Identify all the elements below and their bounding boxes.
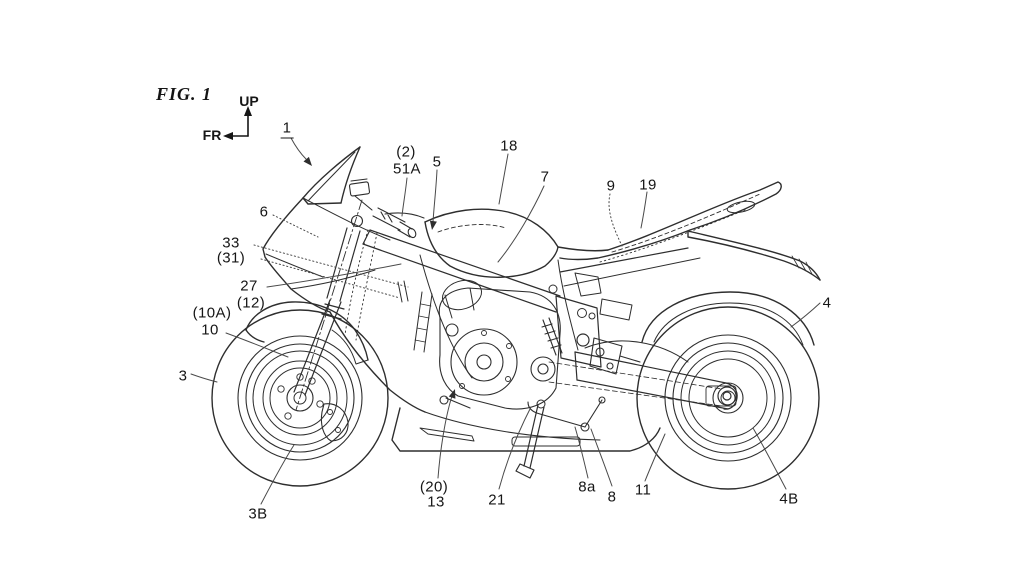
- ref-label-4: 4: [822, 294, 832, 312]
- ref-label-33: 33: [222, 234, 240, 252]
- tail-grab-slot: [726, 200, 756, 214]
- steering-axis-centerline: [295, 199, 363, 411]
- side-stand: [515, 399, 546, 479]
- rear-fender: [641, 291, 815, 346]
- ref-label-4B: 4B: [779, 490, 799, 508]
- ref-label-2: (2): [396, 143, 416, 161]
- up-arrowhead: [244, 106, 252, 116]
- fuel-tank: [424, 208, 559, 278]
- ref-label-51A: 51A: [393, 160, 421, 178]
- ref-label-13: 13: [427, 493, 445, 511]
- ref-label-1: 1: [280, 119, 294, 139]
- ref-label-19: 19: [639, 176, 657, 194]
- cable-line: [344, 229, 369, 336]
- ref-label-7: 7: [540, 168, 550, 186]
- ref-label-3: 3: [178, 367, 188, 385]
- brake-lever: [384, 212, 425, 219]
- ref-label-5: 5: [432, 153, 442, 171]
- ref-label-12: (12): [236, 294, 266, 312]
- front-wheel: [211, 309, 389, 487]
- figure-title: FIG. 1: [156, 84, 213, 104]
- ref-label-18: 18: [500, 137, 518, 155]
- front-fork: [293, 199, 378, 411]
- brake-reservoir: [348, 181, 371, 197]
- up-axis-label: UP: [239, 93, 259, 109]
- ref-label-8a: 8a: [578, 478, 596, 496]
- seat-tail-cowl: [557, 181, 782, 263]
- swingarm: [574, 333, 738, 410]
- ref-label-10A: (10A): [192, 304, 232, 322]
- ref-label-3B: 3B: [248, 505, 268, 523]
- hidden-lines: [253, 193, 623, 299]
- throttle-grip: [372, 215, 401, 231]
- shift-pedal: [445, 397, 471, 409]
- handlebar-controls: [348, 178, 425, 239]
- cable-line: [355, 232, 378, 341]
- chain-line: [548, 361, 723, 390]
- ref-label-8: 8: [607, 488, 617, 506]
- rear-shock: [541, 317, 563, 356]
- ref-label-27: 27: [240, 277, 258, 295]
- belly-pan: [391, 407, 661, 452]
- orientation-arrows: [223, 106, 252, 140]
- ref-label-10: 10: [201, 321, 219, 339]
- ref-label-21: 21: [488, 491, 506, 509]
- ref-label-31: (31): [216, 249, 246, 267]
- leader-arrowheads: [303, 156, 456, 399]
- front-brake-caliper: [320, 403, 349, 442]
- windscreen: [302, 146, 361, 205]
- leader-lines: [190, 137, 821, 505]
- ref-label-6: 6: [259, 203, 269, 221]
- ref-label-11: 11: [634, 481, 652, 499]
- tail-stay: [687, 230, 821, 281]
- ref-label-9: 9: [606, 177, 616, 195]
- fr-axis-label: FR: [202, 127, 222, 143]
- front-fender: [245, 301, 369, 365]
- brake-pedal: [539, 413, 586, 428]
- engine: [438, 287, 723, 410]
- bodywork: [245, 146, 821, 452]
- side-fairing: [329, 254, 601, 441]
- frame: [362, 229, 701, 368]
- front-cowl: [262, 197, 409, 313]
- fr-arrowhead: [223, 132, 233, 140]
- footrest-linkage: [439, 337, 641, 432]
- bar-end: [407, 227, 417, 239]
- pivot-bolt: [576, 333, 590, 347]
- ref-label-20: (20): [419, 478, 449, 496]
- radiator: [413, 291, 433, 353]
